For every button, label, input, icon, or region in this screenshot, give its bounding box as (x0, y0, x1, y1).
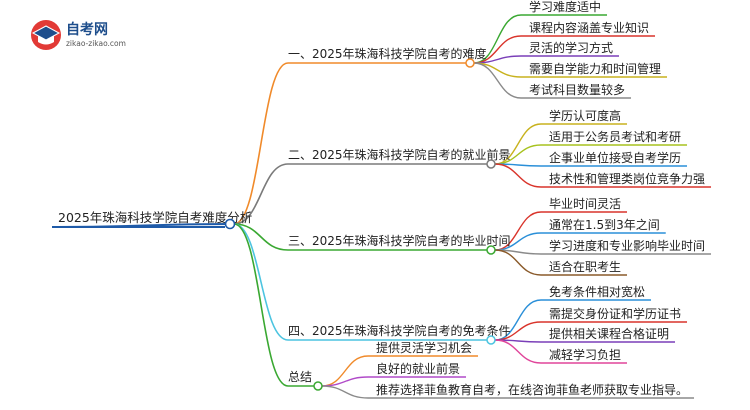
leaf-label: 通常在1.5到3年之间 (549, 218, 660, 232)
leaf-label: 提供相关课程合格证明 (549, 326, 669, 341)
leaf-connector (321, 385, 369, 399)
logo-name: 自考网 (66, 21, 108, 38)
branch-connector (233, 223, 289, 387)
leaf-label: 灵活的学习方式 (529, 40, 613, 55)
graduation-cap-base-icon (38, 36, 54, 45)
leaf-connector (494, 249, 542, 276)
leaf-label: 考试科目数量较多 (529, 82, 625, 97)
leaf-label: 学历认可度高 (549, 108, 621, 123)
leaf-label: 课程内容涵盖专业知识 (529, 20, 649, 35)
branch-node-dot[interactable] (465, 58, 475, 68)
leaf-label: 学习进度和专业影响毕业时间 (549, 238, 705, 253)
branch-label: 一、2025年珠海科技学院自考的难度 (288, 46, 487, 61)
leaf-label: 适合在职考生 (549, 259, 621, 274)
branch-label: 四、2025年珠海科技学院自考的免考条件 (288, 323, 511, 338)
leaf-label: 技术性和管理类岗位竞争力强 (549, 171, 705, 186)
site-logo[interactable]: 自考网 zikao-zikao.com (31, 20, 126, 50)
leaf-connector (473, 62, 522, 78)
branch-label: 二、2025年珠海科技学院自考的就业前景 (288, 147, 511, 162)
leaf-label: 免考条件相对宽松 (549, 284, 645, 299)
branch-node-dot[interactable] (486, 159, 496, 169)
logo-url: zikao-zikao.com (66, 39, 126, 48)
branch-connector (233, 223, 289, 251)
connector-lines (52, 14, 712, 399)
leaf-connector (494, 339, 542, 364)
leaf-label: 推荐选择菲鱼教育自考，在线咨询菲鱼老师获取专业指导。 (376, 382, 688, 397)
leaf-label: 适用于公务员考试和考研 (549, 129, 681, 144)
branch-connector (233, 163, 289, 225)
branch-connector (233, 62, 289, 225)
leaf-connector (494, 163, 542, 188)
branch-connector (233, 223, 289, 341)
branch-label: 总结 (288, 370, 312, 384)
branch-node-dot[interactable] (486, 335, 496, 345)
branch-node-dot[interactable] (486, 245, 496, 255)
mind-map-nodes: 2025年珠海科技学院自考难度分析 一、2025年珠海科技学院自考的难度 学习难度适… (58, 0, 705, 397)
leaf-connector (473, 62, 522, 99)
leaf-label: 毕业时间灵活 (549, 197, 621, 211)
graduation-cap-icon (31, 25, 61, 41)
leaf-label: 学习难度适中 (529, 0, 601, 14)
leaf-label: 需要自学能力和时间管理 (529, 61, 661, 76)
leaf-label: 减轻学习负担 (549, 347, 621, 362)
leaf-label: 良好的就业前景 (376, 361, 460, 376)
root-topic-label: 2025年珠海科技学院自考难度分析 (58, 210, 252, 225)
leaf-label: 需提交身份证和学历证书 (549, 306, 681, 321)
root-node-dot[interactable] (224, 218, 236, 230)
branch-node-dot[interactable] (313, 381, 323, 391)
leaf-label: 提供灵活学习机会 (376, 340, 472, 355)
branch-label: 三、2025年珠海科技学院自考的毕业时间 (288, 233, 511, 248)
leaf-label: 企事业单位接受自考学历 (549, 150, 681, 165)
